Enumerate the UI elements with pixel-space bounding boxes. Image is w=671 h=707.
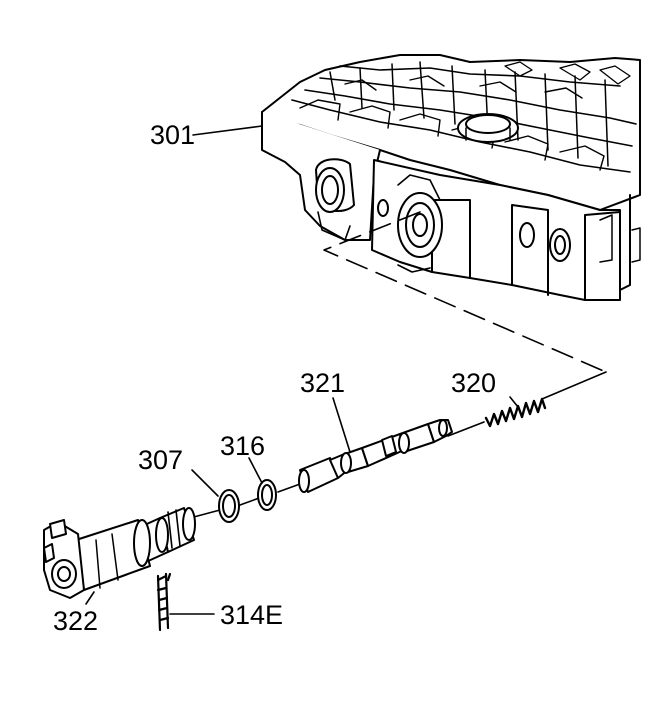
leader-320 [509,396,519,408]
o-ring-316 [257,479,277,511]
valve-321 [298,419,453,493]
callout-322: 322 [53,606,99,636]
leader-301 [192,125,263,136]
leader-316 [248,457,263,484]
o-ring-307 [218,489,240,523]
spring-320 [484,397,547,428]
valve-body [261,54,641,301]
retainer-clip-314e [156,572,172,632]
assembly-line-dashed [323,211,607,373]
callout-316: 316 [220,431,266,461]
assembly-axis-line [189,371,607,519]
solenoid-322 [43,507,196,599]
callout-320: 320 [451,368,497,398]
callout-307: 307 [138,445,184,475]
leader-322 [85,591,95,605]
callout-321: 321 [300,368,346,398]
callout-301: 301 [150,120,196,150]
callout-314e: 314E [220,600,284,630]
leader-321 [332,397,351,453]
leader-307 [191,469,219,497]
